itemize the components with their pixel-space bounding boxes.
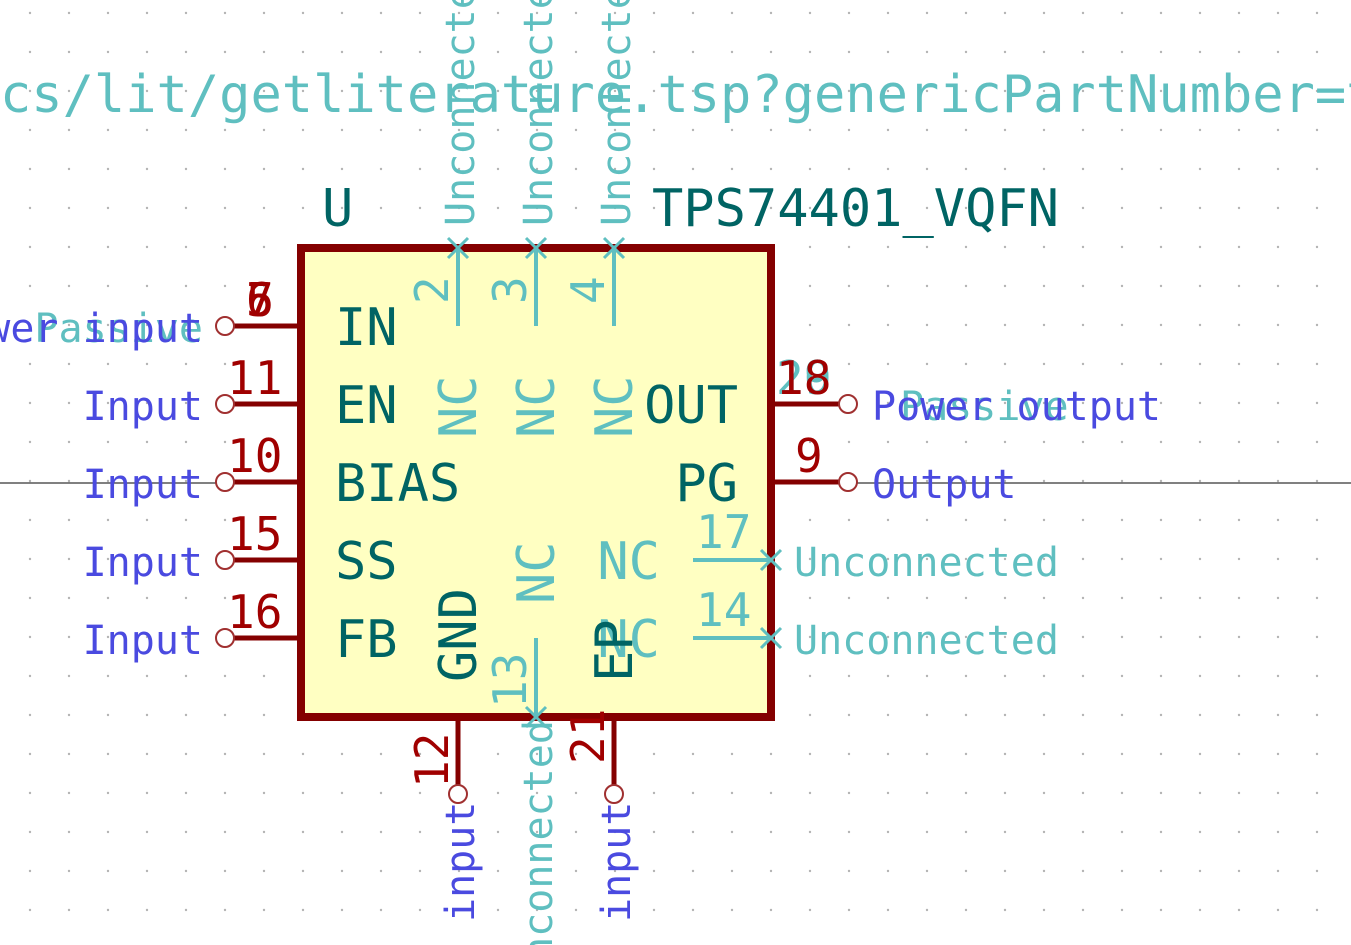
pin-pg[interactable]: 9 Output PG — [675, 429, 1016, 514]
pin-number: 9 — [795, 429, 823, 483]
pin-number: 16 — [227, 585, 282, 639]
pin-type: Unconnected — [438, 0, 484, 226]
pin-name: NC — [429, 375, 489, 438]
pin-ss[interactable]: 15 Input SS — [83, 507, 398, 592]
pin-number: 15 — [227, 507, 282, 561]
pin-type: Unconnected — [516, 0, 562, 226]
pin-type: Unconnected — [794, 618, 1059, 664]
unconnected-x-icon — [524, 705, 548, 729]
pin-out[interactable]: 20 19 18 Passive Power output OUT — [644, 351, 1161, 436]
pin-number: 14 — [696, 583, 751, 637]
pin-ep[interactable]: 21 input EP — [561, 619, 645, 922]
pin-number: 17 — [696, 505, 751, 559]
pin-name: SS — [335, 532, 398, 592]
unconnected-x-icon — [524, 236, 548, 260]
pin-en[interactable]: 11 Input EN — [83, 351, 398, 436]
pin-type: Output — [872, 462, 1017, 508]
pin-number: 10 — [227, 429, 282, 483]
pin-number: 5 — [246, 273, 274, 327]
pin-type: Passive — [900, 384, 1069, 430]
pin-nc-right-1[interactable]: 17 Unconnected NC — [597, 505, 1059, 592]
pin-name: EN — [335, 376, 398, 436]
pin-name: GND — [429, 588, 489, 682]
pin-number: 20 — [776, 351, 831, 405]
pin-name: NC — [585, 375, 645, 438]
pin-name: FB — [335, 610, 398, 670]
pin-type: Input — [83, 540, 203, 586]
pin-name: EP — [585, 619, 645, 682]
pin-type: input — [594, 802, 640, 922]
pin-number: 21 — [561, 709, 615, 764]
pin-number: 12 — [405, 733, 459, 788]
pin-name: BIAS — [335, 454, 460, 514]
unconnected-x-icon — [602, 236, 626, 260]
pin-name: IN — [335, 298, 398, 358]
pin-type: Passive — [34, 306, 203, 352]
pin-type: Input — [83, 384, 203, 430]
pin-nc-right-2[interactable]: 14 Unconnected NC — [597, 583, 1059, 670]
pin-in[interactable]: 7 6 5 Passive Power input IN — [0, 273, 398, 358]
pin-type: Unconnected — [594, 0, 640, 226]
pin-nc-top-1[interactable]: 2 Unconnected NC — [405, 0, 489, 438]
pin-type: Power output — [872, 384, 1161, 430]
pin-number: 18 — [776, 351, 831, 405]
pin-nc-top-3[interactable]: 4 Unconnected NC — [561, 0, 645, 438]
pin-nc-bottom[interactable]: 13 Unconnected NC — [483, 541, 567, 945]
pin-name: PG — [675, 454, 738, 514]
pin-name: NC — [507, 375, 567, 438]
pin-number: 6 — [246, 273, 274, 327]
pin-type: Input — [83, 618, 203, 664]
pin-number: 19 — [776, 351, 831, 405]
pin-number: 11 — [227, 351, 282, 405]
pin-fb[interactable]: 16 Input FB — [83, 585, 398, 670]
pin-number: 4 — [561, 276, 615, 304]
pin-name: NC — [507, 541, 567, 604]
pin-number: 3 — [483, 276, 537, 304]
pin-number: 2 — [405, 276, 459, 304]
pin-nc-top-2[interactable]: 3 Unconnected NC — [483, 0, 567, 438]
datasheet-url[interactable]: cs/lit/getliterature.tsp?genericPartNumb… — [0, 65, 1351, 125]
pin-type: Unconnected — [516, 720, 562, 945]
symbol-reference[interactable]: U — [322, 179, 353, 239]
pin-gnd[interactable]: 12 input GND — [405, 588, 489, 922]
pin-type: input — [438, 802, 484, 922]
pin-bias[interactable]: 10 Input BIAS — [83, 429, 461, 514]
unconnected-x-icon — [446, 236, 470, 260]
pin-type: Unconnected — [794, 540, 1059, 586]
unconnected-x-icon — [759, 626, 783, 650]
pin-name: NC — [597, 610, 660, 670]
pin-name: NC — [597, 532, 660, 592]
symbol-value[interactable]: TPS74401_VQFN — [652, 179, 1059, 239]
pin-number: 7 — [246, 273, 274, 327]
pin-type: Input — [83, 462, 203, 508]
pin-type: Power input — [0, 306, 203, 352]
pin-number: 13 — [483, 653, 537, 708]
unconnected-x-icon — [759, 548, 783, 572]
pin-name: OUT — [644, 376, 738, 436]
